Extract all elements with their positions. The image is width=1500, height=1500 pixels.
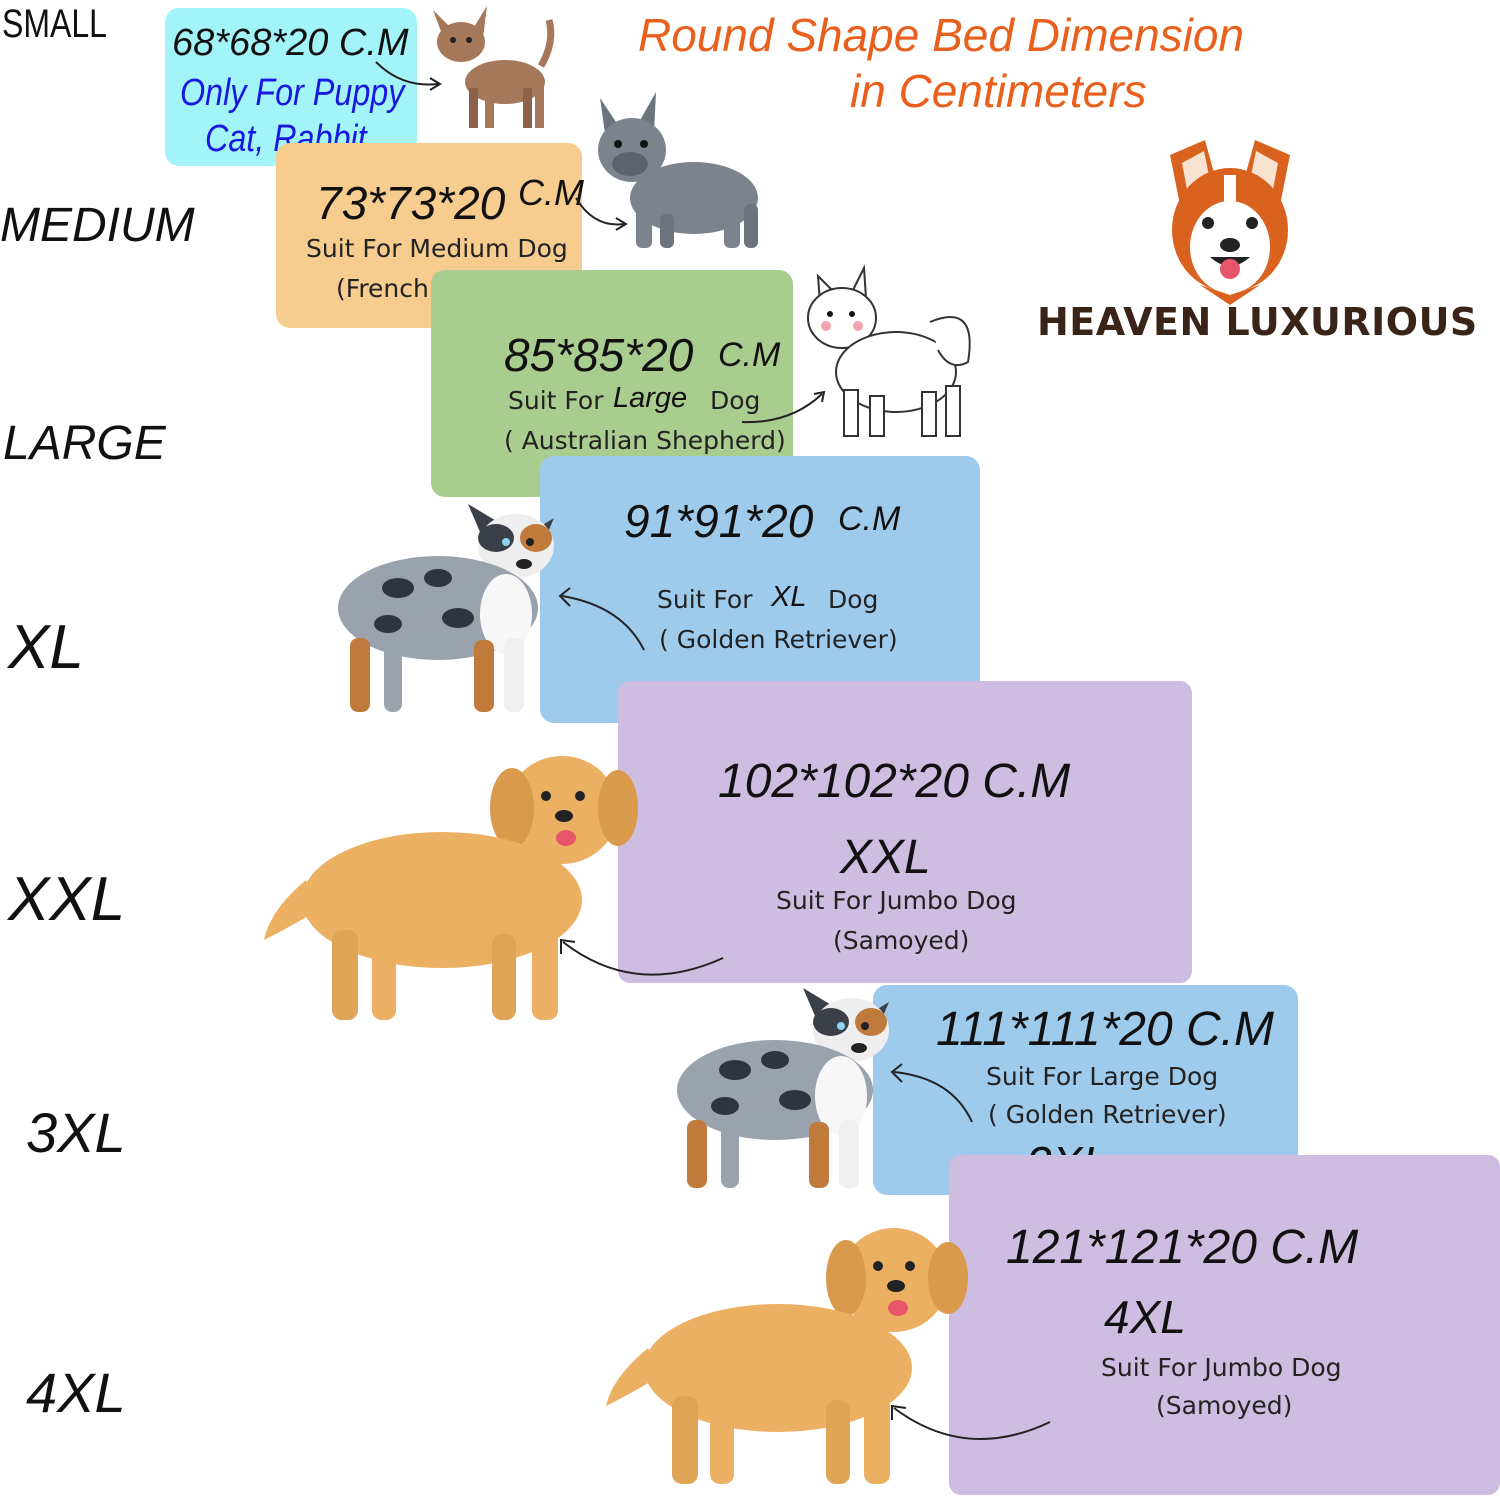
desc-xxl-line2: (Samoyed) bbox=[833, 926, 970, 955]
desc-large-size-word: Large bbox=[613, 382, 688, 414]
page-title-line1: Round Shape Bed Dimension bbox=[638, 9, 1245, 61]
dimension-4xl: 121*121*20 C.M bbox=[1006, 1221, 1359, 1274]
size-label-xl: XL bbox=[8, 613, 84, 682]
brand-name: HEAVEN LUXURIOUS bbox=[1037, 300, 1478, 344]
page-title-line2: in Centimeters bbox=[850, 65, 1147, 117]
desc-xxl-line1: Suit For Jumbo Dog bbox=[776, 886, 1017, 915]
desc-xl-size-word: XL bbox=[771, 581, 807, 613]
dimension-3xl: 111*111*20 C.M bbox=[936, 1003, 1274, 1056]
arrow-icon bbox=[575, 197, 628, 231]
samoyed-icon bbox=[807, 264, 971, 437]
arrow-icon bbox=[890, 1063, 973, 1123]
desc-xxl-size-word: XXL bbox=[840, 831, 931, 884]
desc-4xl-line2: (Samoyed) bbox=[1156, 1391, 1293, 1420]
chihuahua-icon bbox=[433, 6, 555, 128]
desc-xl-line2: ( Golden Retriever) bbox=[659, 625, 898, 654]
golden-retriever-icon bbox=[264, 756, 638, 1020]
french-bulldog-icon bbox=[598, 92, 758, 248]
dimension-xxl: 102*102*20 C.M bbox=[718, 755, 1071, 808]
desc-3xl-line1: Suit For Large Dog bbox=[986, 1062, 1219, 1091]
desc-3xl-line2: ( Golden Retriever) bbox=[988, 1100, 1227, 1129]
dimension-medium-unit: C.M bbox=[518, 172, 584, 213]
desc-medium-line1: Suit For Medium Dog bbox=[306, 234, 568, 263]
golden-retriever-icon bbox=[606, 1228, 968, 1484]
dimension-large-unit: C.M bbox=[718, 336, 781, 374]
dimension-xl-unit: C.M bbox=[838, 500, 901, 538]
dimension-medium: 73*73*20 bbox=[316, 177, 506, 229]
size-label-xxl: XXL bbox=[8, 865, 126, 934]
arrow-icon bbox=[375, 61, 442, 91]
desc-large-line2: ( Australian Shepherd) bbox=[504, 426, 786, 455]
size-label-4xl: 4XL bbox=[26, 1361, 126, 1424]
card-4xl bbox=[949, 1155, 1500, 1495]
size-label-medium: MEDIUM bbox=[0, 199, 195, 252]
card-small bbox=[165, 8, 417, 166]
desc-xl-suit: Suit For bbox=[657, 585, 753, 614]
card-xxl bbox=[618, 681, 1192, 983]
size-label-large: LARGE bbox=[3, 417, 166, 470]
desc-large-dog: Dog bbox=[710, 386, 761, 415]
desc-large-suit: Suit For bbox=[508, 386, 604, 415]
arrow-icon bbox=[741, 390, 826, 424]
corgi-logo-icon bbox=[1170, 140, 1290, 305]
size-label-3xl: 3XL bbox=[26, 1101, 126, 1164]
australian-shepherd-icon bbox=[338, 504, 554, 712]
desc-4xl-line1: Suit For Jumbo Dog bbox=[1101, 1353, 1342, 1382]
arrow-icon bbox=[558, 587, 645, 651]
size-label-small: SMALL bbox=[2, 2, 107, 46]
arrow-icon bbox=[891, 1404, 1051, 1441]
arrow-icon bbox=[560, 938, 724, 976]
desc-4xl-size-word: 4XL bbox=[1104, 1291, 1186, 1343]
australian-shepherd-icon bbox=[677, 988, 889, 1188]
desc-small-line1: Only For Puppy bbox=[180, 72, 405, 114]
dimension-xl: 91*91*20 bbox=[624, 495, 814, 547]
dimension-small: 68*68*20 C.M bbox=[172, 22, 409, 64]
dimension-large: 85*85*20 bbox=[504, 329, 694, 381]
desc-xl-dog: Dog bbox=[828, 585, 879, 614]
card-xl bbox=[540, 456, 980, 723]
